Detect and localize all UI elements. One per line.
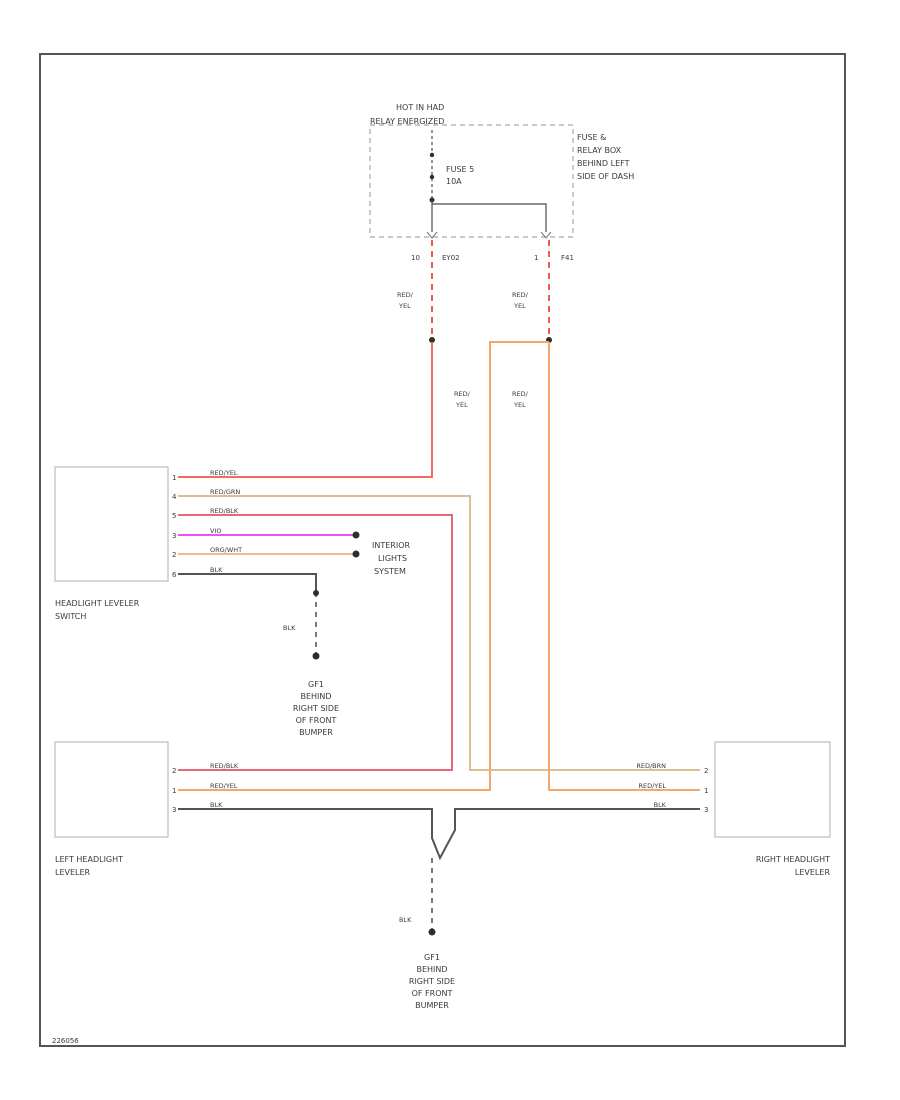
wire-label-b1: RED/ <box>512 291 529 299</box>
splice-dot-1 <box>429 337 435 343</box>
diagram-text: BLK <box>654 801 667 809</box>
wire-red-yel-right <box>548 342 700 791</box>
ground-2-line-4: OF FRONT <box>412 989 453 998</box>
left-leveler-label-1: LEFT HEADLIGHT <box>55 855 123 864</box>
ground-1-line-2: BEHIND <box>300 692 331 701</box>
right-leveler-pins: 2 1 3 RED/BRN RED/YEL BLK <box>636 762 708 814</box>
diagram-text: 6 <box>172 571 177 579</box>
diagram-text: 1 <box>704 787 708 795</box>
right-leveler-label-1: RIGHT HEADLIGHT <box>756 855 830 864</box>
connector-1-pin: 10 <box>411 254 420 262</box>
diagram-text: 3 <box>172 532 176 540</box>
ground-2-wire-label: BLK <box>399 916 412 924</box>
ground-1-terminal <box>312 652 320 660</box>
ground-1-line-3: RIGHT SIDE <box>293 704 339 713</box>
headlight-leveler-switch <box>54 466 169 582</box>
wire-label-c1: RED/ <box>454 390 471 398</box>
wire-red-blk <box>178 514 453 771</box>
left-headlight-leveler <box>54 741 169 838</box>
ground-1-line-5: BUMPER <box>299 728 333 737</box>
switch-pins: 1 4 5 3 2 6 <box>172 474 177 579</box>
diagram-text: ORG/WHT <box>210 546 242 554</box>
diagram-text: 2 <box>704 767 708 775</box>
diagram-text: 1 <box>172 474 176 482</box>
diagram-text: 3 <box>704 806 708 814</box>
diagram-text: 4 <box>172 493 177 501</box>
left-leveler-label-2: LEVELER <box>55 868 91 877</box>
wire-label-a1: RED/ <box>397 291 414 299</box>
interior-dot-1 <box>352 531 360 539</box>
diagram-text: 5 <box>172 512 176 520</box>
wire-red-grn <box>178 495 700 771</box>
ground-2-line-1: GF1 <box>424 953 440 962</box>
diagram-code: 226056 <box>52 1037 79 1045</box>
diagram-text: BLK <box>210 801 223 809</box>
wire-red-yel-switch <box>178 342 433 478</box>
wires <box>178 341 700 861</box>
interior-label-2: LIGHTS <box>378 554 407 563</box>
fuse-relay-box: HOT IN HAD RELAY ENERGIZED FUSE & RELAY … <box>369 103 634 239</box>
diagram-text: VIO <box>210 527 221 535</box>
wire-red-yel-left <box>178 341 549 791</box>
diagram-text: RED/YEL <box>210 469 238 477</box>
ground-1-wire-label: BLK <box>283 624 296 632</box>
wire-blk-levelers <box>178 808 700 861</box>
ground-2-terminal <box>428 928 436 936</box>
diagram-text: 1 <box>172 787 176 795</box>
connector-2-pin: 1 <box>534 254 538 262</box>
wire-label-d2: YEL <box>513 401 526 409</box>
wire-label-d1: RED/ <box>512 390 529 398</box>
hot-label-2: RELAY ENERGIZED <box>370 117 444 126</box>
diagram-text: RED/YEL <box>638 782 666 790</box>
diagram-text: RED/BRN <box>636 762 666 770</box>
diagram-text: 2 <box>172 767 176 775</box>
ground-1-line-4: OF FRONT <box>296 716 337 725</box>
wire-blk-switch <box>178 573 317 592</box>
wire-label-a2: YEL <box>398 302 411 310</box>
fuse-box-location-2: RELAY BOX <box>577 146 622 155</box>
hot-label-1: HOT IN HAD <box>396 103 444 112</box>
diagram-text: RED/YEL <box>210 782 238 790</box>
ground-1-splice <box>313 590 319 596</box>
interior-label-3: SYSTEM <box>374 567 406 576</box>
ground-2-line-3: RIGHT SIDE <box>409 977 455 986</box>
right-headlight-leveler <box>714 741 831 838</box>
fuse-rating: 10A <box>446 177 462 186</box>
ground-1-line-1: GF1 <box>308 680 324 689</box>
fuse-box-location-1: FUSE & <box>577 133 606 142</box>
fuse-box-location-4: SIDE OF DASH <box>577 172 634 181</box>
diagram-text: RED/BLK <box>210 762 239 770</box>
diagram-text: 2 <box>172 551 176 559</box>
switch-wire-labels: RED/YEL RED/GRN RED/BLK VIO ORG/WHT BLK <box>210 469 242 574</box>
ground-2-line-2: BEHIND <box>416 965 447 974</box>
diagram-text: RED/BLK <box>210 507 239 515</box>
connector-2-name: F41 <box>561 254 574 262</box>
left-leveler-pins: 2 1 3 RED/BLK RED/YEL BLK <box>172 762 239 814</box>
diagram-text: 3 <box>172 806 176 814</box>
connector-1-name: EY02 <box>442 254 460 262</box>
fuse-box-location-3: BEHIND LEFT <box>577 159 630 168</box>
diagram-frame <box>39 53 846 1047</box>
diagram-text: RED/GRN <box>210 488 240 496</box>
wire-label-b2: YEL <box>513 302 526 310</box>
ground-2-line-5: BUMPER <box>415 1001 449 1010</box>
wire-label-c2: YEL <box>455 401 468 409</box>
interior-label-1: INTERIOR <box>372 541 411 550</box>
diagram-text: BLK <box>210 566 223 574</box>
right-leveler-label-2: LEVELER <box>795 868 831 877</box>
fuse-name: FUSE 5 <box>446 165 474 174</box>
interior-dot-2 <box>352 550 360 558</box>
switch-label-1: HEADLIGHT LEVELER <box>55 599 140 608</box>
switch-label-2: SWITCH <box>55 612 86 621</box>
